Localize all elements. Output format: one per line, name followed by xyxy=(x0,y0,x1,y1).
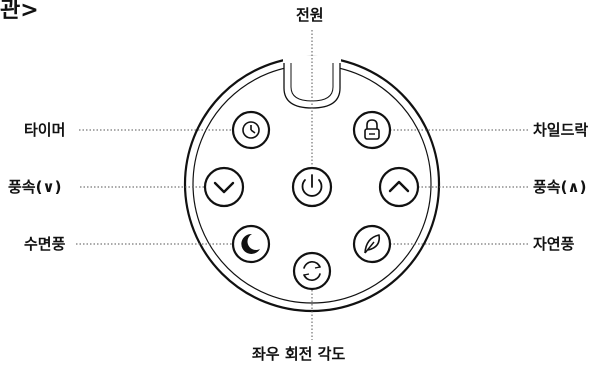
power-button[interactable] xyxy=(291,166,333,208)
timer-button[interactable] xyxy=(231,110,271,150)
lock-icon xyxy=(364,119,380,140)
rotate-icon xyxy=(303,261,321,281)
corner-heading-fragment: 관> xyxy=(0,0,39,23)
power-label: 전원 xyxy=(296,6,324,24)
natural-wind-label: 자연풍 xyxy=(533,235,575,253)
child-lock-button[interactable] xyxy=(352,110,392,150)
timer-label: 타이머 xyxy=(24,121,66,139)
fan-down-label: 풍속(∨) xyxy=(8,178,62,196)
fan-speed-up-button[interactable] xyxy=(378,166,420,208)
leaf-icon xyxy=(364,234,381,254)
fan-up-label: 풍속(∧) xyxy=(533,178,587,196)
swing-rotation-button[interactable] xyxy=(292,251,332,291)
clock-icon xyxy=(242,121,260,139)
leader-lines xyxy=(76,30,530,340)
chevron-down-icon xyxy=(213,181,235,194)
natural-wind-button[interactable] xyxy=(352,224,392,264)
fan-speed-down-button[interactable] xyxy=(203,166,245,208)
sleep-label: 수면풍 xyxy=(24,235,66,253)
chevron-up-icon xyxy=(388,180,410,193)
swing-label: 좌우 회전 각도 xyxy=(252,345,346,363)
moon-icon xyxy=(241,233,260,254)
sleep-mode-button[interactable] xyxy=(231,224,271,264)
power-icon xyxy=(301,174,323,197)
child-lock-label: 차일드락 xyxy=(533,121,589,139)
